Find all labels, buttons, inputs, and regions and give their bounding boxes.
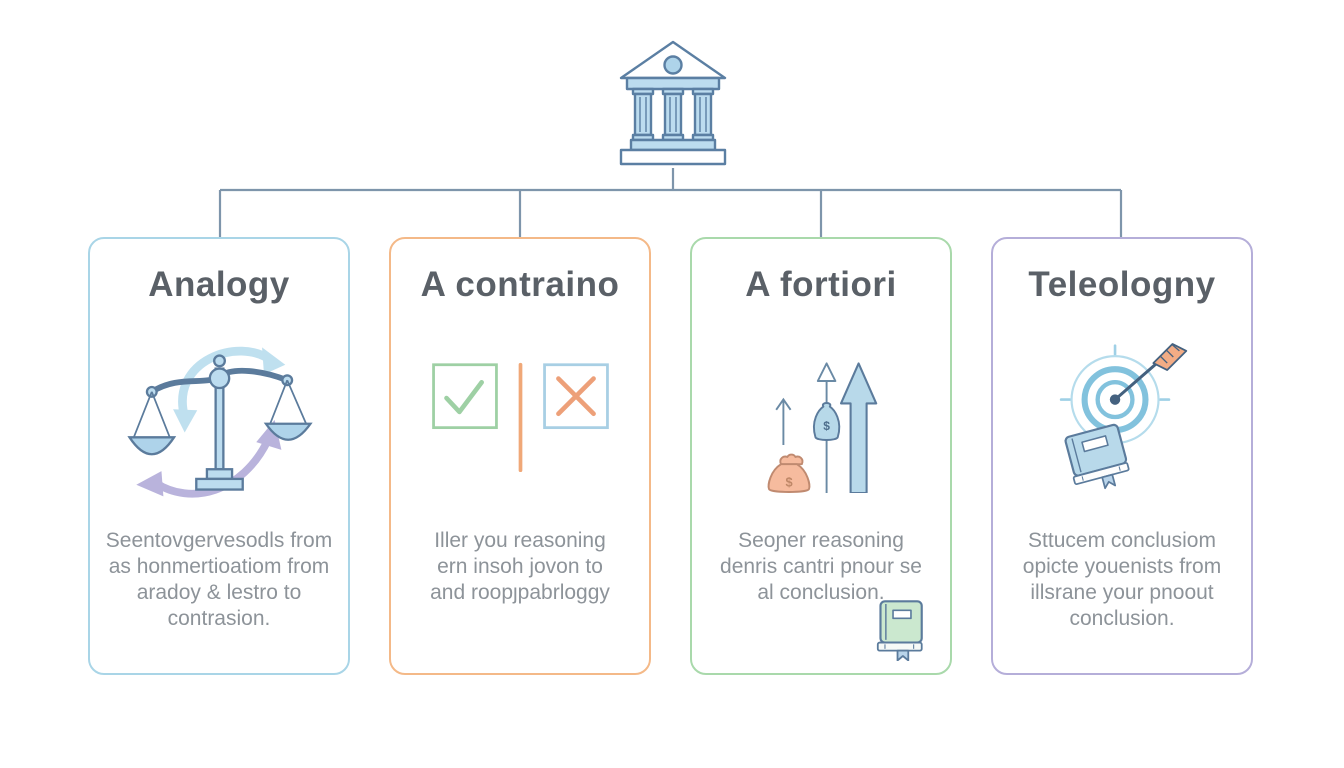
card-title: A fortiori xyxy=(745,265,897,304)
card-a-fortiori: A fortiori $ $ xyxy=(690,237,952,675)
card-body: Seoɲer reasoning denris cantri pnour se … xyxy=(720,529,922,604)
svg-text:$: $ xyxy=(785,475,792,490)
green-book-icon xyxy=(876,599,928,661)
card-title: A contraino xyxy=(420,265,620,304)
svg-text:$: $ xyxy=(823,419,830,433)
check-vs-cross-icon xyxy=(391,306,649,528)
card-a-contraino: A contraino Iller you reasoning ern inso… xyxy=(389,237,651,675)
card-title: Teleologny xyxy=(1028,265,1216,304)
card-body: Seentovgervesodls from as honmertioatiom… xyxy=(105,529,333,630)
card-analogy: Analogy xyxy=(88,237,350,675)
target-arrow-book-icon xyxy=(993,306,1251,528)
balance-scale-swap-icon xyxy=(90,306,348,528)
card-teleologny: Teleologny xyxy=(991,237,1253,675)
card-title: Analogy xyxy=(148,265,290,304)
card-body: Iller you reasoning ern insoh jovon to a… xyxy=(430,529,610,604)
money-growth-arrows-icon: $ $ xyxy=(692,306,950,528)
card-body: Sttucem conclusiom opicte youenists from… xyxy=(1022,529,1222,630)
courthouse-icon xyxy=(615,38,731,168)
